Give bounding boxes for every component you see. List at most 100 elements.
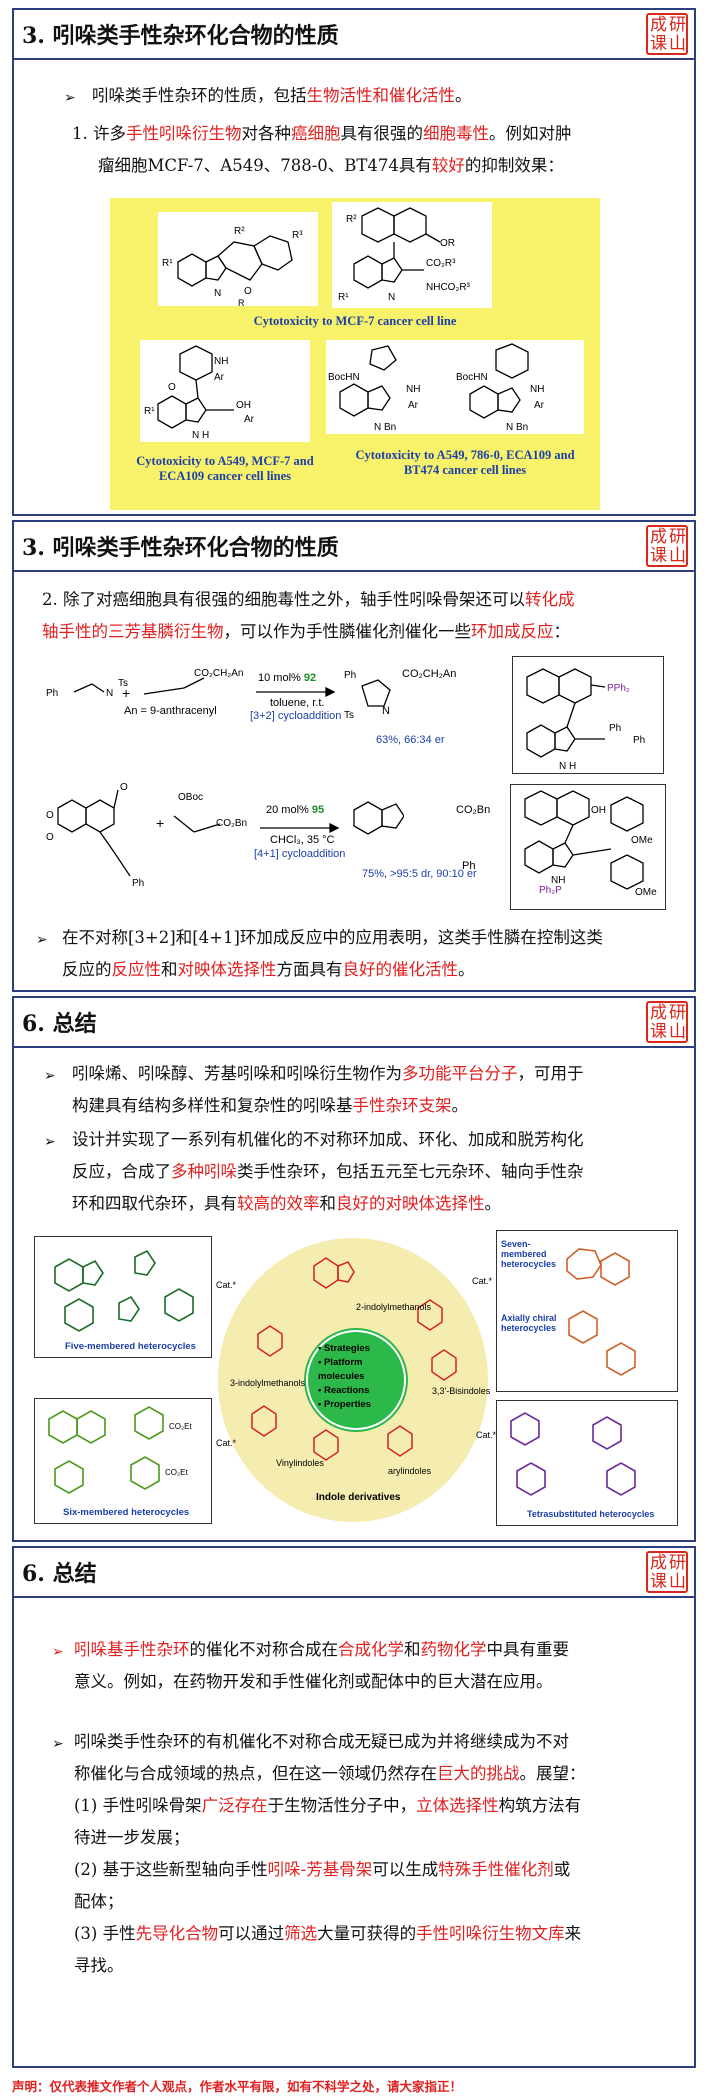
slide-2-title: 3. 吲哚类手性杂环化合物的性质	[22, 535, 339, 561]
slide-4: 6. 总结 成研 课山 ➢ 吲哚基手性杂环的催化不对称合成在合成化学和药物化学中…	[12, 1546, 696, 2068]
svg-text:O: O	[120, 782, 128, 793]
svg-text:N H: N H	[192, 430, 209, 441]
center-hub	[306, 1330, 406, 1430]
slide-3-title: 6. 总结	[22, 1011, 97, 1037]
svg-text:OH: OH	[236, 400, 251, 411]
platform-molecules-ring	[251, 1257, 457, 1461]
label-vinylindoles: Vinylindoles	[276, 1458, 324, 1468]
s1-point-1: 1. 许多手性吲哚衍生物对各种癌细胞具有很强的细胞毒性。例如对肿 瘤细胞MCF-…	[72, 124, 572, 175]
s4-bullet-2: 吲哚类手性杂环的有机催化不对称合成无疑已成为并将继续成为不对 称催化与合成领域的…	[74, 1732, 586, 1975]
svg-text:+: +	[156, 815, 164, 831]
svg-text:R²: R²	[234, 226, 245, 237]
svg-text:R³: R³	[292, 230, 303, 241]
rx1-product-ester: CO₂CH₂An	[402, 668, 457, 680]
rx1-product-n: N	[382, 705, 390, 717]
bullet-icon: ➢	[52, 1644, 64, 1660]
catalyst-95-box: OH OMe Ph₂P OMe NH	[510, 784, 666, 910]
svg-text:PPh₂: PPh₂	[607, 683, 630, 694]
label-3-indolylmethanols: 3-indolylmethanols	[230, 1378, 306, 1388]
svg-text:NH: NH	[406, 384, 420, 395]
svg-text:OH: OH	[591, 805, 606, 816]
cat-label-2: Cat.*	[216, 1438, 237, 1448]
svg-text:Ph: Ph	[46, 688, 58, 699]
brand-seal-logo: 成研 课山	[646, 13, 688, 55]
rx2-type: [4+1] cycloaddition	[254, 848, 346, 860]
slide-1: 3. 吲哚类手性杂环化合物的性质 成研 课山 ➢ 吲哚类手性杂环的性质，包括生物…	[12, 8, 696, 516]
svg-text:N Bn: N Bn	[506, 422, 528, 433]
s4-bullet-1: 吲哚基手性杂环的催化不对称合成在合成化学和药物化学中具有重要 意义。例如，在药物…	[74, 1640, 569, 1691]
svg-text:N: N	[388, 292, 395, 303]
label-2-indolylmethanols: 2-indolylmethanols	[356, 1302, 432, 1312]
svg-text:+: +	[122, 685, 130, 701]
rx2-yield: 75%, >95:5 dr, 90:10 er	[362, 868, 477, 880]
svg-text:N Bn: N Bn	[374, 422, 396, 433]
slide-1-header: 3. 吲哚类手性杂环化合物的性质 成研 课山	[14, 10, 694, 60]
svg-text:CO₂Et: CO₂Et	[169, 1422, 192, 1431]
rx2-product-ester: CO₂Bn	[456, 804, 491, 816]
rx2-conditions: CHCl₃, 35 °C	[270, 834, 335, 846]
rx1-substituent-note: An = 9-anthracenyl	[124, 705, 217, 717]
bullet-icon: ➢	[36, 932, 48, 948]
svg-text:CO₂CH₂An: CO₂CH₂An	[194, 668, 243, 679]
tetrasubstituted-box: Tetrasubstituted heterocycles	[496, 1400, 678, 1526]
seven-axial-structures	[566, 1248, 636, 1376]
rx1-conditions: toluene, r.t.	[270, 697, 325, 709]
svg-text:Ph: Ph	[344, 670, 356, 681]
six-membered-label: Six-membered heterocycles	[63, 1507, 190, 1518]
svg-text:Ts: Ts	[344, 710, 354, 721]
svg-text:O: O	[244, 286, 252, 297]
s1-intro: 吲哚类手性杂环的性质，包括生物活性和催化活性。	[92, 86, 472, 105]
brand-seal-logo: 成研 课山	[646, 1001, 688, 1043]
svg-text:Ph: Ph	[132, 878, 144, 889]
bullet-icon: ➢	[64, 90, 76, 106]
slide-2: 3. 吲哚类手性杂环化合物的性质 成研 课山 2. 除了对癌细胞具有很强的细胞毒…	[12, 520, 696, 992]
label-arylindoles: arylindoles	[388, 1466, 432, 1476]
svg-text:R¹: R¹	[144, 406, 155, 417]
svg-text:Ar: Ar	[244, 414, 255, 425]
svg-text:O: O	[46, 832, 54, 843]
bullet-icon: ➢	[52, 1736, 64, 1752]
bullet-icon: ➢	[44, 1068, 56, 1084]
five-membered-box: Five-membered heterocycles	[34, 1236, 212, 1358]
rx1-catalyst: 10 mol% 92	[258, 672, 317, 684]
svg-text:BocHN: BocHN	[456, 372, 488, 383]
svg-text:OMe: OMe	[635, 887, 657, 898]
rx1-type: [3+2] cycloaddition	[250, 710, 342, 722]
rx2-catalyst: 20 mol% 95	[266, 804, 325, 816]
svg-text:NH: NH	[551, 875, 565, 886]
svg-text:O: O	[46, 810, 54, 821]
svg-text:N: N	[214, 288, 221, 299]
svg-text:N: N	[106, 688, 113, 699]
svg-text:Ph₂P: Ph₂P	[539, 885, 562, 896]
svg-text:N H: N H	[559, 761, 576, 772]
svg-text:NHCO₂R³: NHCO₂R³	[426, 282, 471, 293]
cat-label-3: Cat.*	[472, 1276, 493, 1286]
svg-text:Ph: Ph	[609, 723, 621, 734]
svg-text:OMe: OMe	[631, 835, 653, 846]
s3-bullet-1: 吲哚烯、吲哚醇、芳基吲哚和吲哚衍生物作为多功能平台分子，可用于 构建具有结构多样…	[72, 1064, 584, 1115]
svg-text:Ar: Ar	[214, 372, 225, 383]
svg-text:R: R	[238, 298, 245, 306]
axial-label: Axially chiral heterocycles	[501, 1313, 557, 1333]
svg-text:OR: OR	[440, 238, 455, 249]
svg-text:Ts: Ts	[118, 678, 128, 689]
s2-conclusion: 在不对称[3+2]和[4+1]环加成反应中的应用表明，这类手性膦在控制这类 反应…	[62, 928, 603, 979]
brand-seal-logo: 成研 课山	[646, 1551, 688, 1593]
tetrasubstituted-structures	[510, 1412, 636, 1496]
bullet-icon: ➢	[44, 1134, 56, 1150]
five-membered-structures	[54, 1249, 194, 1332]
slide-4-header: 6. 总结 成研 课山	[14, 1548, 694, 1598]
caption-a549-mcf7: Cytotoxicity to A549, MCF-7 and ECA109 c…	[136, 454, 314, 483]
svg-text:OBoc: OBoc	[178, 792, 203, 803]
